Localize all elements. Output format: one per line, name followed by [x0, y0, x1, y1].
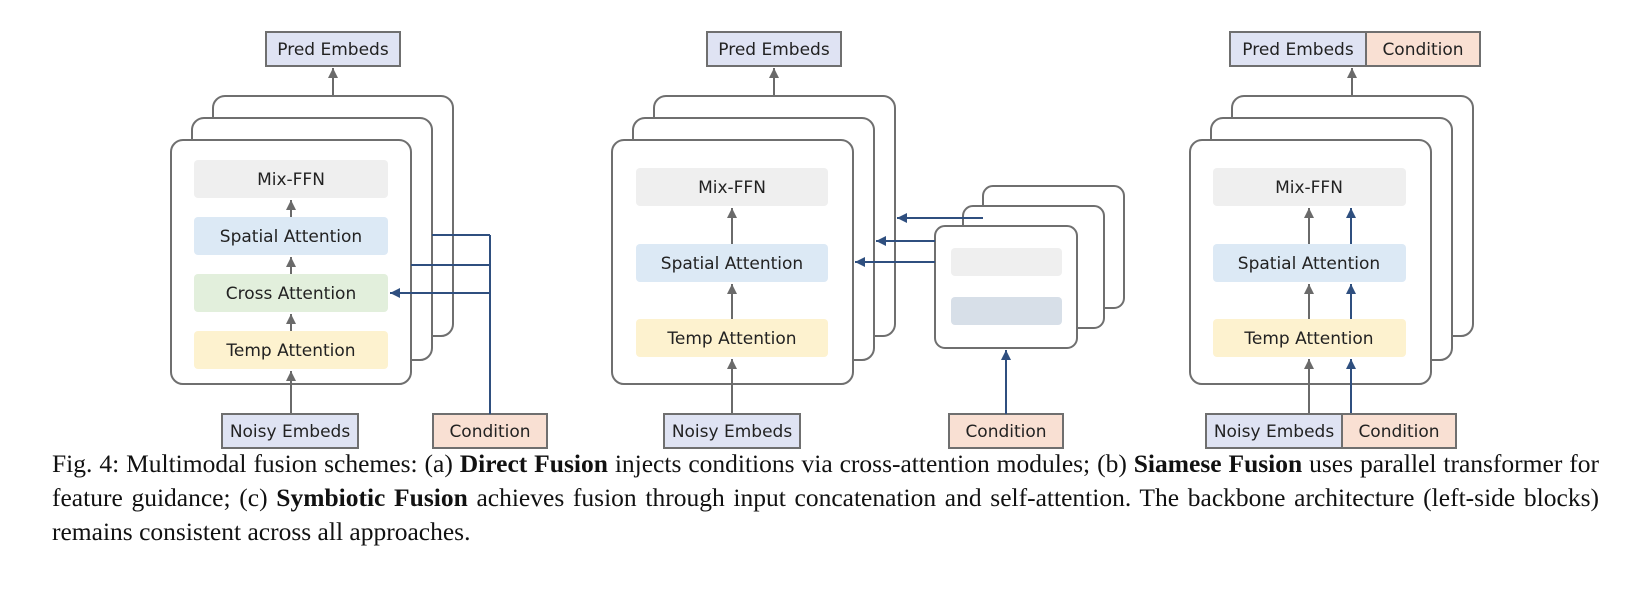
b-parallel-stack-front: [934, 225, 1078, 349]
c-temp-attention-module: [1213, 319, 1406, 357]
a-noisy-embeds-label: Noisy Embeds: [230, 422, 351, 442]
a-noisy-embeds-box: [221, 413, 359, 449]
a-spatial-attention-module: [194, 217, 388, 255]
a-temp-attention-module: [194, 331, 388, 369]
a-condition-box: [432, 413, 548, 449]
a-mix-ffn-label: Mix-FFN: [257, 170, 325, 190]
caption-prefix: Fig. 4: Multimodal fusion schemes: (a): [52, 449, 460, 478]
caption-term-symbiotic-fusion: Symbiotic Fusion: [276, 483, 468, 512]
c-pred-embeds-label: Pred Embeds: [1242, 40, 1354, 60]
a-cross-attention-label: Cross Attention: [226, 284, 356, 304]
b-pred-embeds-box: [706, 31, 842, 67]
b-condition-label: Condition: [965, 422, 1046, 442]
caption-text-c: achieves fusion through input concatenat…: [52, 483, 1599, 546]
b-temp-attention-label: Temp Attention: [666, 329, 796, 349]
c-mix-ffn-label: Mix-FFN: [1275, 178, 1343, 198]
c-noisy-embeds-label: Noisy Embeds: [1214, 422, 1335, 442]
figure-caption: Fig. 4: Multimodal fusion schemes: (a) D…: [52, 447, 1599, 549]
caption-term-direct-fusion: Direct Fusion: [459, 449, 608, 478]
c-condition-top-label: Condition: [1382, 40, 1463, 60]
b-mix-ffn-label: Mix-FFN: [698, 178, 766, 198]
b-condition-box: [948, 413, 1064, 449]
a-cross-attention-module: [194, 274, 388, 312]
c-mix-ffn-module: [1213, 168, 1406, 206]
caption-text-b: uses parallel transformer for feature gu…: [52, 449, 1599, 512]
b-mix-ffn-module: [636, 168, 828, 206]
a-pred-embeds-label: Pred Embeds: [277, 40, 389, 60]
c-condition-box: [1341, 413, 1457, 449]
b-noisy-embeds-box: [663, 413, 801, 449]
fusion-schemes-diagram: Pred Embeds Mix-FFN Spatial Attention Cr…: [170, 31, 1481, 449]
c-pred-embeds-box: [1229, 31, 1367, 67]
b-noisy-embeds-label: Noisy Embeds: [672, 422, 793, 442]
c-spatial-attention-module: [1213, 244, 1406, 282]
b-spatial-attention-label: Spatial Attention: [661, 254, 803, 274]
c-spatial-attention-label: Spatial Attention: [1238, 254, 1380, 274]
a-condition-label: Condition: [449, 422, 530, 442]
diagram-a-direct-fusion: Pred Embeds Mix-FFN Spatial Attention Cr…: [170, 31, 548, 449]
caption-term-siamese-fusion: Siamese Fusion: [1133, 449, 1303, 478]
b-parallel-module-bottom: [951, 297, 1062, 325]
a-temp-attention-label: Temp Attention: [225, 341, 355, 361]
c-condition-top-box: [1365, 31, 1481, 67]
b-pred-embeds-label: Pred Embeds: [718, 40, 830, 60]
a-mix-ffn-module: [194, 160, 388, 198]
b-spatial-attention-module: [636, 244, 828, 282]
a-spatial-attention-label: Spatial Attention: [220, 227, 362, 247]
b-parallel-module-top: [951, 248, 1062, 276]
diagram-c-symbiotic-fusion: Pred Embeds Condition Mix-FFN Spatial At…: [1189, 31, 1481, 449]
c-condition-label: Condition: [1358, 422, 1439, 442]
diagram-b-siamese-fusion: Pred Embeds Mix-FFN Spatial Attention Te…: [611, 31, 1125, 449]
b-temp-attention-module: [636, 319, 828, 357]
a-pred-embeds-box: [265, 31, 401, 67]
caption-text-a: injects conditions via cross-attention m…: [607, 449, 1134, 478]
c-temp-attention-label: Temp Attention: [1243, 329, 1373, 349]
